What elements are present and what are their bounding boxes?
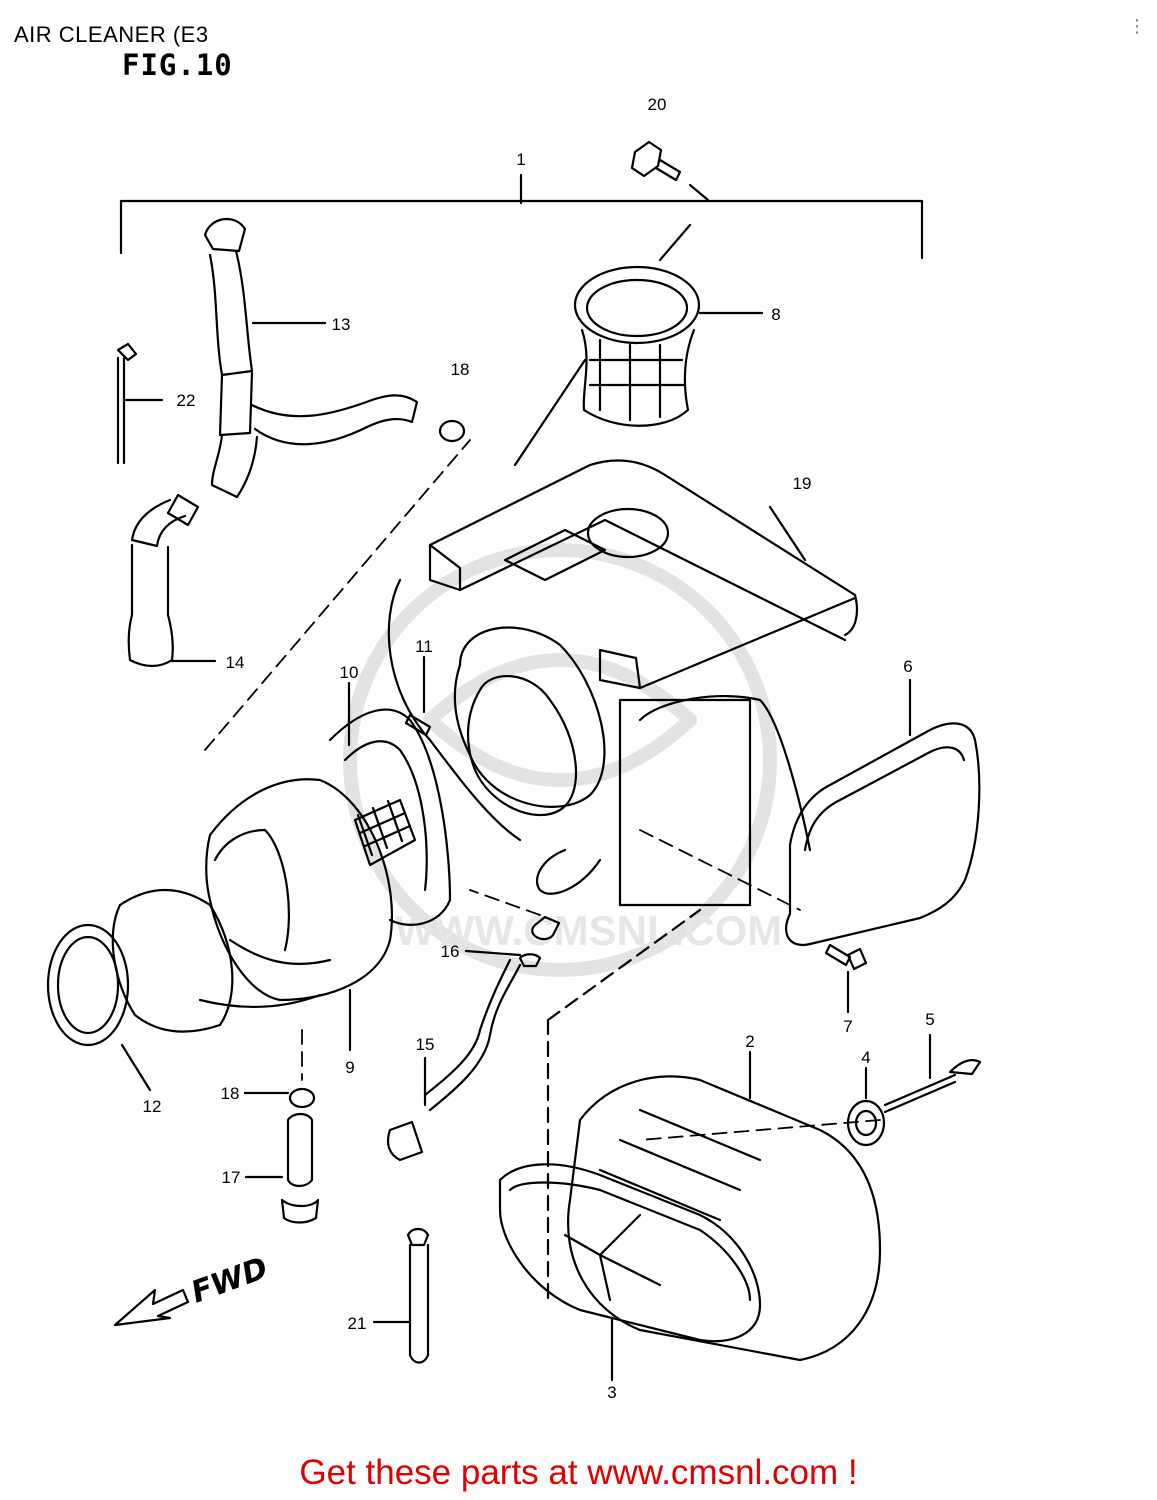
wing-bolt-part (883, 1033, 982, 1114)
callout-6: 6 (903, 657, 912, 676)
intake-pipe-part (328, 655, 452, 926)
callout-7: 7 (843, 1017, 852, 1036)
callout-12: 12 (143, 1097, 162, 1116)
callout-3: 3 (607, 1383, 616, 1402)
screw-part (824, 943, 868, 1014)
clamp-strap-part (116, 342, 164, 465)
callout-9: 9 (345, 1058, 354, 1077)
callout-1: 1 (516, 150, 525, 169)
arrow-left-icon (113, 1288, 190, 1327)
drain-hose-part (386, 949, 542, 1162)
watermark (343, 543, 777, 977)
page-title: AIR CLEANER (E3 (14, 22, 209, 47)
callout-labels: 1 2 3 4 5 6 7 8 9 10 11 12 13 14 15 16 1… (143, 95, 935, 1402)
callout-4: 4 (861, 1048, 870, 1067)
drain-tube-part (127, 493, 217, 668)
air-cleaner-box-part (387, 358, 859, 941)
clip-part (438, 419, 466, 443)
callout-5: 5 (925, 1010, 934, 1029)
callout-22: 22 (177, 391, 196, 410)
grommet-part (846, 1066, 886, 1147)
callout-8: 8 (771, 305, 780, 324)
callout-19: 19 (793, 474, 812, 493)
intake-boot-part (46, 778, 394, 1092)
bolt-part (630, 140, 710, 262)
filter-element-part (498, 908, 882, 1382)
promo-footer-link[interactable]: Get these parts at www.cmsnl.com ! (299, 1453, 858, 1492)
watermark-text: WWW.CMSNL.COM (395, 907, 782, 954)
assembly-bracket (119, 173, 924, 260)
callout-15: 15 (416, 1035, 435, 1054)
callout-16: 16 (441, 942, 460, 961)
callout-14: 14 (226, 653, 245, 672)
callout-2: 2 (745, 1032, 754, 1051)
assembly-lines (204, 439, 881, 1141)
callout-11: 11 (415, 637, 433, 656)
intake-funnel-part (573, 265, 764, 427)
cover-plate-part (784, 678, 981, 947)
callout-21: 21 (348, 1314, 367, 1333)
callout-10: 10 (340, 663, 359, 682)
callout-13: 13 (332, 315, 351, 334)
connector-part (243, 1087, 320, 1224)
strap-part (372, 1227, 430, 1364)
callout-18-upper: 18 (451, 360, 470, 379)
figure-label: FIG.10 (122, 48, 233, 82)
breather-hose-part (203, 218, 419, 499)
callout-17: 17 (222, 1168, 241, 1187)
callout-20: 20 (648, 95, 667, 114)
callout-18-lower: 18 (221, 1084, 240, 1103)
fwd-label: FWD (187, 1251, 273, 1311)
